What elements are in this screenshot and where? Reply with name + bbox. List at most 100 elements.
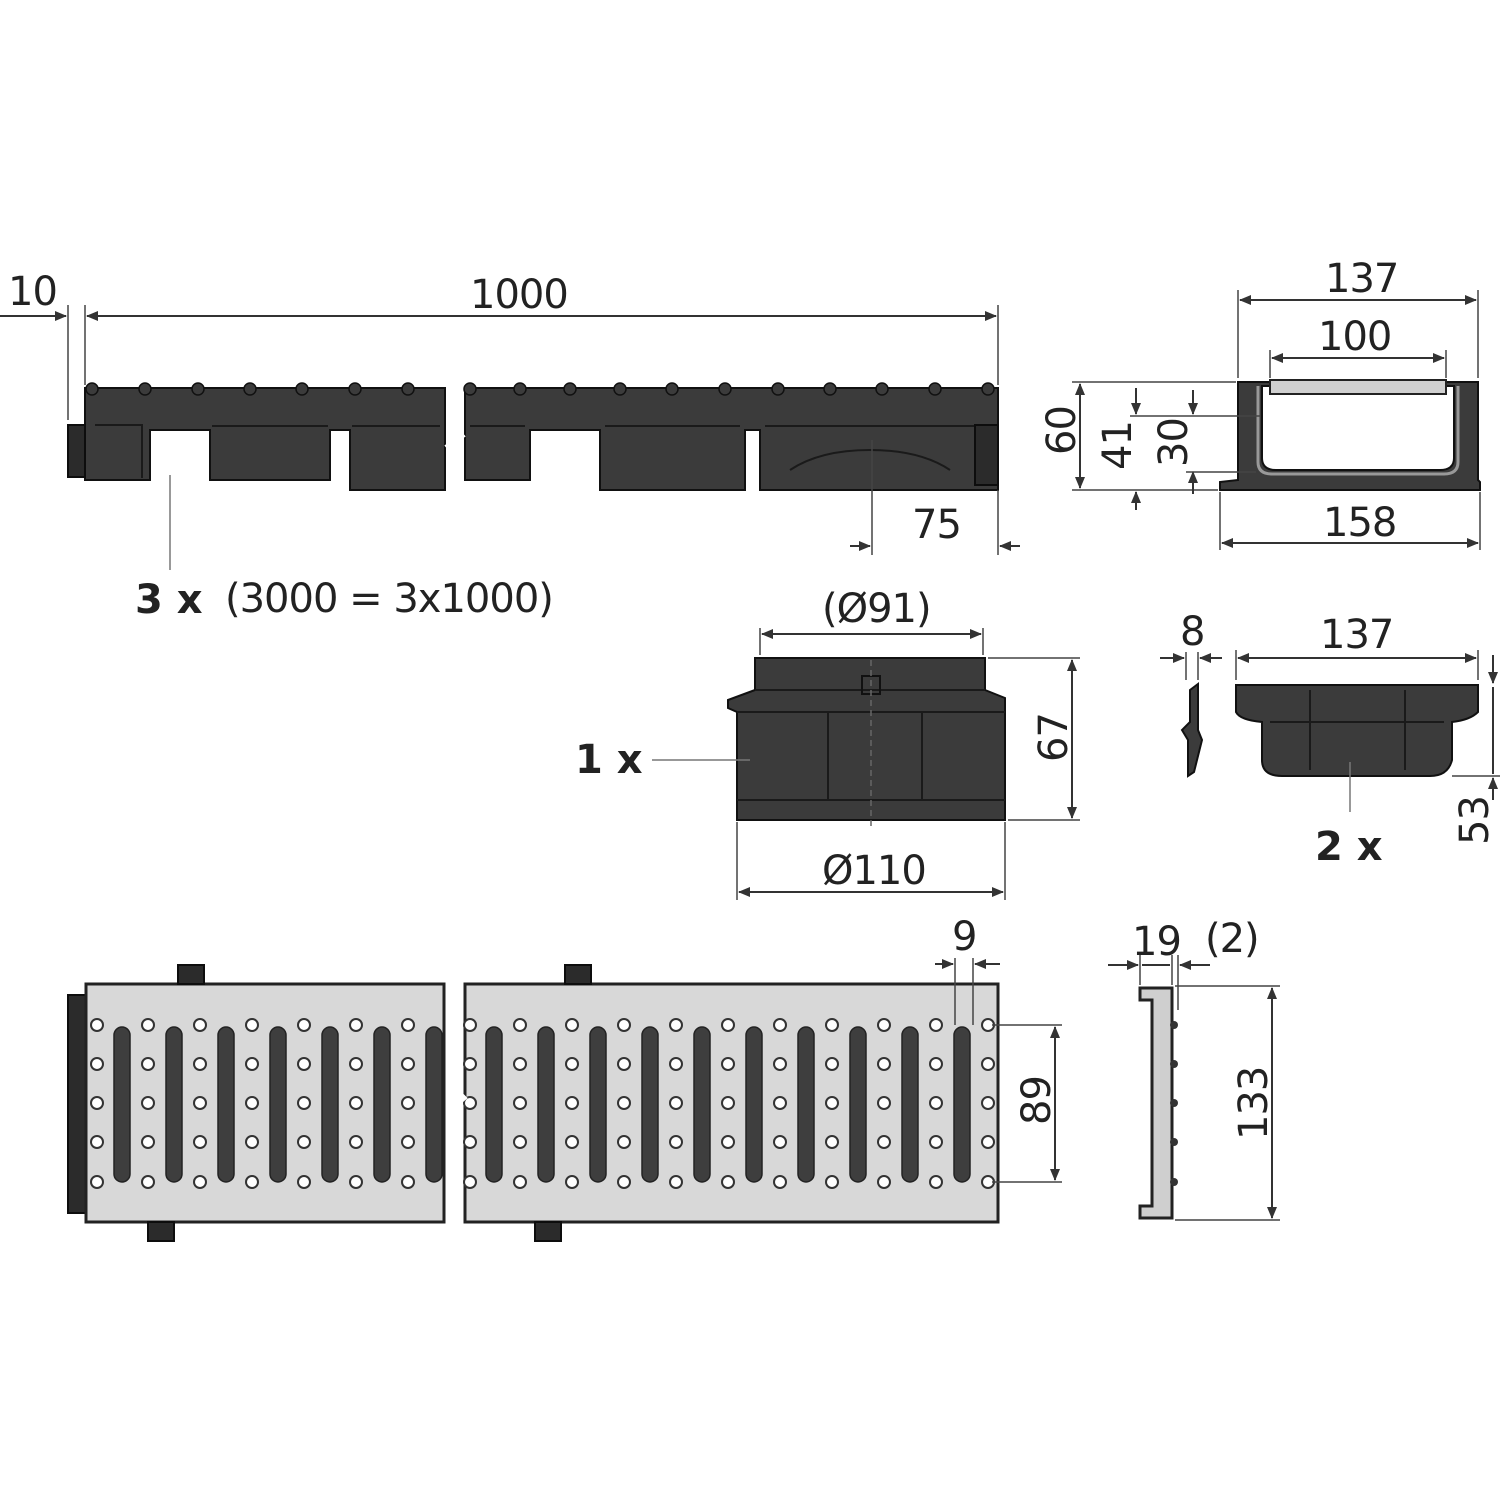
dim-end-cap-thickness: 8 [1180, 609, 1204, 655]
grate-hole [141, 1135, 155, 1149]
grate-hole [877, 1096, 891, 1110]
grate-hole [297, 1096, 311, 1110]
grate-slot [373, 1026, 391, 1183]
grate-slot [849, 1026, 867, 1183]
grate-hole [193, 1096, 207, 1110]
channel-right-end [974, 424, 999, 486]
grate-hole [565, 1175, 579, 1189]
grate-section-dot [1170, 1138, 1178, 1146]
grate-hole [245, 1096, 259, 1110]
grate-hole [929, 1057, 943, 1071]
grate-hole [141, 1057, 155, 1071]
grate-section-dots [1170, 1021, 1178, 1186]
end-cap-front [1235, 684, 1479, 777]
grate-hole [669, 1057, 683, 1071]
grate-hole [617, 1135, 631, 1149]
channel-right-ribs [470, 425, 975, 471]
grate-slot [693, 1026, 711, 1183]
grate-clip-top-right [564, 964, 592, 985]
grate-hole [773, 1175, 787, 1189]
grate-slot [745, 1026, 763, 1183]
grate-hole [401, 1175, 415, 1189]
channel-bump [513, 382, 527, 396]
grate-hole [981, 1135, 995, 1149]
grate-hole [513, 1175, 527, 1189]
dim-section-height-total: 60 [1039, 406, 1085, 455]
grate-hole [193, 1135, 207, 1149]
grate-hole [463, 1096, 477, 1110]
dim-outlet-height: 67 [1031, 713, 1077, 762]
grate-slot [113, 1026, 131, 1183]
grate-clip-top-left [177, 964, 205, 985]
grate-clip-bottom-left [147, 1221, 175, 1242]
grate-hole [463, 1018, 477, 1032]
grate-slot [269, 1026, 287, 1183]
grate-hole [297, 1135, 311, 1149]
grate-hole [513, 1057, 527, 1071]
grate-hole [141, 1175, 155, 1189]
grate-hole [721, 1135, 735, 1149]
channel-bump [928, 382, 942, 396]
channel-quantity-note: (3000 = 3x1000) [225, 576, 553, 622]
grate-hole [401, 1057, 415, 1071]
grate-hole [401, 1096, 415, 1110]
grate-hole [825, 1018, 839, 1032]
channel-break-symbol [444, 423, 466, 460]
dim-grate-section-thickness: 19 [1132, 919, 1181, 965]
grate-hole [617, 1057, 631, 1071]
channel-bump [771, 382, 785, 396]
grate-slot [321, 1026, 339, 1183]
channel-bump [718, 382, 732, 396]
end-cap-ribs [1270, 690, 1444, 770]
end-cap-quantity: 2 x [1315, 824, 1383, 870]
outlet-piece: (Ø91) 67 Ø110 1 x [575, 586, 1080, 900]
grate-end-strip [67, 994, 87, 1214]
grate-slot [953, 1026, 971, 1183]
grate-section-dot [1170, 1178, 1178, 1186]
grate-hole [825, 1135, 839, 1149]
grate-top-view: 9 89 [67, 914, 1062, 1242]
grate-hole [349, 1135, 363, 1149]
dim-end-cap-height: 53 [1452, 796, 1498, 845]
channel-bump [613, 382, 627, 396]
dim-grate-slot-width: 9 [952, 914, 976, 960]
dim-outlet-outer-diameter: Ø110 [822, 848, 926, 894]
grate-slot [641, 1026, 659, 1183]
grate-hole [877, 1175, 891, 1189]
grate-hole [877, 1135, 891, 1149]
grate-hole [193, 1175, 207, 1189]
grate-hole [297, 1057, 311, 1071]
grate-hole [721, 1096, 735, 1110]
channel-section-grate [1269, 379, 1447, 395]
channel-bump [191, 382, 205, 396]
grate-hole [617, 1175, 631, 1189]
dim-section-height-channel: 30 [1151, 418, 1197, 467]
grate-hole [565, 1135, 579, 1149]
dim-section-top-inner: 100 [1318, 314, 1391, 360]
grate-hole [981, 1057, 995, 1071]
channel-bump [243, 382, 257, 396]
grate-hole [825, 1096, 839, 1110]
grate-hole [825, 1057, 839, 1071]
grate-hole [617, 1096, 631, 1110]
grate-hole [773, 1096, 787, 1110]
grate-hole [349, 1057, 363, 1071]
channel-bump [463, 382, 477, 396]
grate-hole [929, 1096, 943, 1110]
grate-section-profile [1138, 986, 1174, 1220]
grate-hole [669, 1018, 683, 1032]
grate-hole [929, 1135, 943, 1149]
grate-break-symbol [448, 1088, 468, 1120]
end-cap-piece: 8 137 53 2 x [1160, 609, 1500, 870]
grate-slot [485, 1026, 503, 1183]
grate-slot [217, 1026, 235, 1183]
grate-hole [245, 1135, 259, 1149]
grate-hole [90, 1135, 104, 1149]
channel-bump [348, 382, 362, 396]
grate-hole [773, 1135, 787, 1149]
grate-hole [193, 1057, 207, 1071]
grate-hole [565, 1096, 579, 1110]
grate-hole [669, 1135, 683, 1149]
grate-slot [537, 1026, 555, 1183]
